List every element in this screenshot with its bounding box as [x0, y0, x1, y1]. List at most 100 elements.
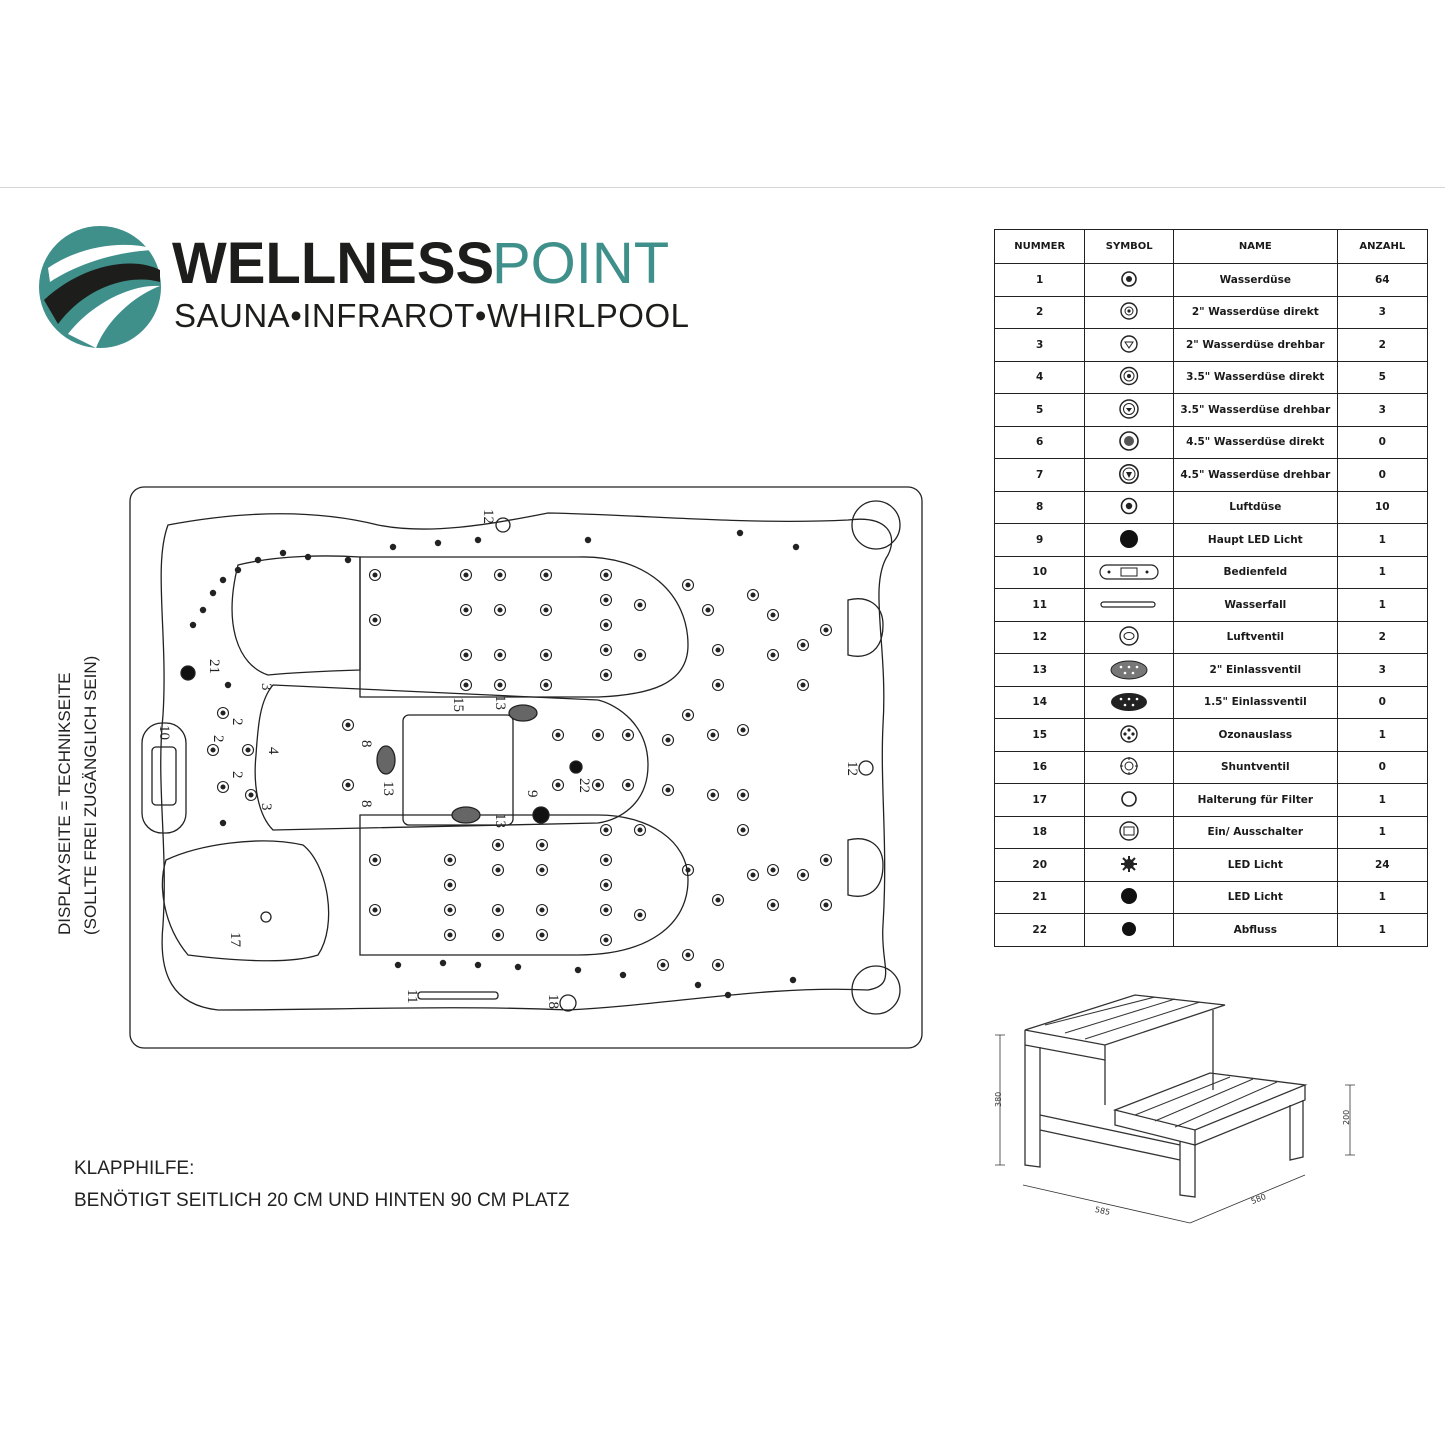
legend-nummer: 10	[993, 555, 1086, 589]
water-jet-icon	[493, 568, 507, 582]
water-jet-center-icon	[495, 932, 501, 938]
side-label-line2: (SOLLTE FREI ZUGÄNGLICH SEIN)	[81, 656, 100, 935]
water-jet-icon	[711, 958, 725, 972]
water-jet-icon	[599, 593, 613, 607]
led-light-icon	[209, 589, 217, 597]
water-jet-center-icon	[372, 857, 378, 863]
legend-nummer: 18	[993, 815, 1086, 849]
legend-name: Haupt LED Licht	[1172, 523, 1338, 557]
legend-symbol	[1084, 750, 1174, 784]
water-jet-center-icon	[543, 682, 549, 688]
water-jet-center-icon	[603, 857, 609, 863]
water-jet-center-icon	[685, 712, 691, 718]
led-light-icon	[439, 959, 447, 967]
water-jet-center-icon	[220, 710, 226, 716]
legend-symbol	[1084, 393, 1174, 427]
water-jet-icon	[819, 898, 833, 912]
legend-symbol	[1084, 783, 1174, 817]
legend-name: Ein/ Ausschalter	[1172, 815, 1338, 849]
water-jet-center-icon	[543, 607, 549, 613]
legend-nummer: 5	[993, 393, 1086, 427]
legend-name: Halterung für Filter	[1172, 783, 1338, 817]
led-light-icon	[1121, 855, 1138, 872]
led-light-icon	[514, 963, 522, 971]
legend-header-anzahl: ANZAHL	[1336, 229, 1429, 264]
legend-nummer: 12	[993, 620, 1086, 654]
water-jet-center-icon	[625, 732, 631, 738]
water-jet-icon	[443, 878, 457, 892]
waterfall	[417, 991, 499, 1000]
legend-anzahl: 3	[1336, 295, 1429, 329]
brand-tagline: SAUNA•INFRAROT•WHIRLPOOL	[174, 297, 690, 334]
water-jet-icon	[591, 778, 605, 792]
water-jet-center-icon	[497, 572, 503, 578]
water-jet-center-icon	[715, 647, 721, 653]
water-jet-center-icon	[447, 932, 453, 938]
air-valve-right	[858, 760, 874, 776]
air-valve-top	[495, 517, 511, 533]
water-jet-icon	[706, 728, 720, 742]
drain-icon	[1122, 921, 1137, 936]
legend-name: Wasserdüse	[1172, 263, 1338, 297]
legend-anzahl: 3	[1336, 393, 1429, 427]
water-jet-icon	[819, 623, 833, 637]
legend-header-name: NAME	[1172, 229, 1338, 264]
legend-symbol	[1084, 295, 1174, 329]
tub-layout-diagram: 17 10 11 18 12 12 21 9 22 15 13 13 13 2 …	[129, 486, 923, 1049]
corner-seat	[161, 840, 330, 962]
water-jet-icon	[796, 638, 810, 652]
control-panel-icon	[1099, 564, 1159, 580]
control-panel	[151, 746, 177, 806]
brand-name-bold: WELLNESS	[172, 231, 495, 296]
water-jet-center-icon	[463, 572, 469, 578]
water-jet-icon	[633, 908, 647, 922]
water-jet-icon	[535, 838, 549, 852]
led-light-icon	[789, 976, 797, 984]
legend-anzahl: 0	[1336, 458, 1429, 492]
legend-nummer: 2	[993, 295, 1086, 329]
label-waterfall: 11	[404, 989, 420, 1003]
water-jet-center-icon	[685, 952, 691, 958]
led-light-icon	[199, 606, 207, 614]
water-jet-center-icon	[823, 627, 829, 633]
water-jet-center-icon	[660, 962, 666, 968]
legend-symbol	[1084, 620, 1174, 654]
water-jet-icon	[681, 948, 695, 962]
led-light-icon	[234, 566, 242, 574]
water-jet-center-icon	[543, 652, 549, 658]
header-divider	[0, 187, 1445, 188]
led-light-icon	[474, 961, 482, 969]
legend-nummer: 22	[993, 913, 1086, 947]
inlet-valve-b	[451, 806, 481, 824]
led-light-icon	[792, 543, 800, 551]
on-off-switch-icon	[1119, 821, 1139, 841]
leg-front-right	[1179, 1141, 1196, 1198]
water-jet-icon	[766, 898, 780, 912]
water-jet-center-icon	[248, 792, 254, 798]
water-jet-icon	[551, 778, 565, 792]
label-air-valve-right: 12	[844, 761, 860, 776]
lower-step	[1112, 1072, 1308, 1131]
water-jet-icon	[819, 853, 833, 867]
water-jet-icon	[493, 678, 507, 692]
led-light-icon	[304, 553, 312, 561]
legend-nummer: 11	[993, 588, 1086, 622]
label-led: 21	[206, 659, 222, 674]
water-jet-icon	[216, 706, 230, 720]
water-jet-center-icon	[603, 882, 609, 888]
water-jet-icon	[459, 568, 473, 582]
led-light-icon	[279, 549, 287, 557]
water-jet-center-icon	[710, 792, 716, 798]
note-text: BENÖTIGT SEITLICH 20 CM UND HINTEN 90 CM…	[74, 1190, 570, 1211]
label-drain: 22	[576, 778, 592, 793]
leg-front-left	[1024, 1045, 1041, 1168]
water-jet-center-icon	[710, 732, 716, 738]
